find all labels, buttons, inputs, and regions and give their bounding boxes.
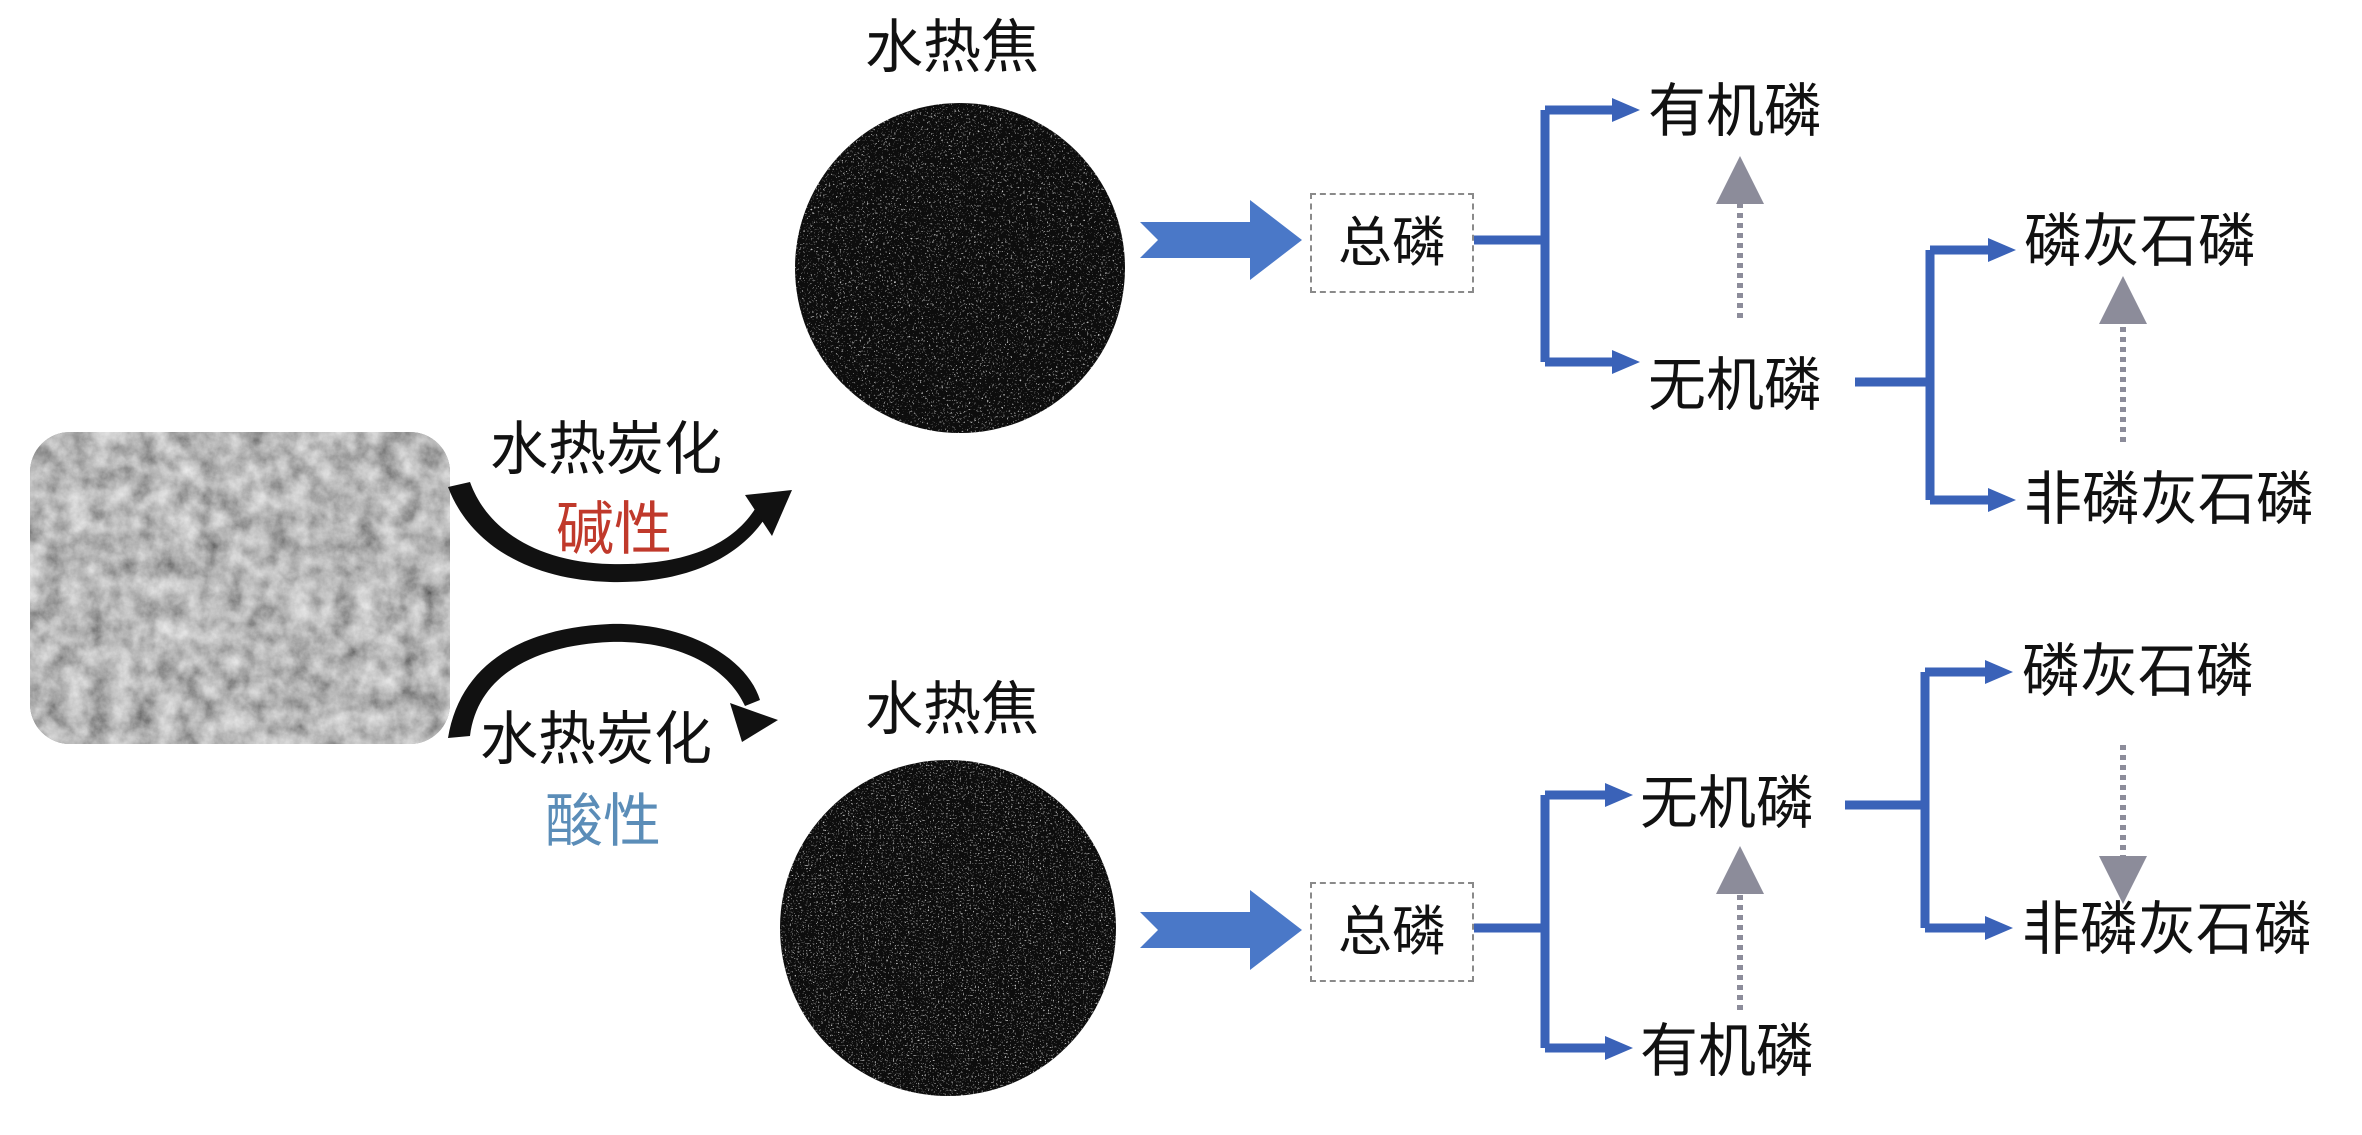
bottom-non-apatite-p-label: 非磷灰石磷 [2022,895,2313,963]
bottom-tree-connectors [1465,667,1992,1053]
hydrochar-bottom-icon [780,760,1116,1096]
top-total-phosphorus-box: 总磷 [1310,193,1474,293]
block-arrow-top [1140,200,1302,280]
top-inorganic-p-label: 无机磷 [1648,351,1823,419]
alkaline-curved-arrow [448,482,792,583]
top-tree-heads [1612,98,2016,512]
bottom-process-label: 水热炭化 [480,705,713,773]
bottom-tree-heads [1605,660,2013,1060]
bottom-apatite-p-label: 磷灰石磷 [2022,637,2255,705]
acidic-curved-arrow [448,623,778,742]
bottom-hydrochar-label: 水热焦 [865,675,1040,743]
top-process-label: 水热炭化 [490,415,723,483]
bottom-total-phosphorus-box: 总磷 [1310,882,1474,982]
bottom-inorganic-p-label: 无机磷 [1640,769,1815,837]
bottom-organic-p-label: 有机磷 [1640,1017,1815,1085]
top-dotted-arrows [1716,156,2147,442]
top-apatite-p-label: 磷灰石磷 [2024,207,2257,275]
acidic-condition-label: 酸性 [545,787,662,855]
top-organic-p-label: 有机磷 [1648,77,1823,145]
hydrochar-top-icon [795,103,1125,433]
block-arrow-bottom [1140,890,1302,970]
top-hydrochar-label: 水热焦 [865,13,1040,81]
bottom-total-phosphorus-label: 总磷 [1338,900,1446,963]
bottom-dotted-arrows [1716,745,2147,1010]
sludge-photo-icon [30,432,450,744]
alkaline-condition-label: 碱性 [556,495,673,563]
top-total-phosphorus-label: 总磷 [1338,211,1446,274]
top-tree-connectors [1465,105,1995,505]
top-non-apatite-p-label: 非磷灰石磷 [2024,465,2315,533]
